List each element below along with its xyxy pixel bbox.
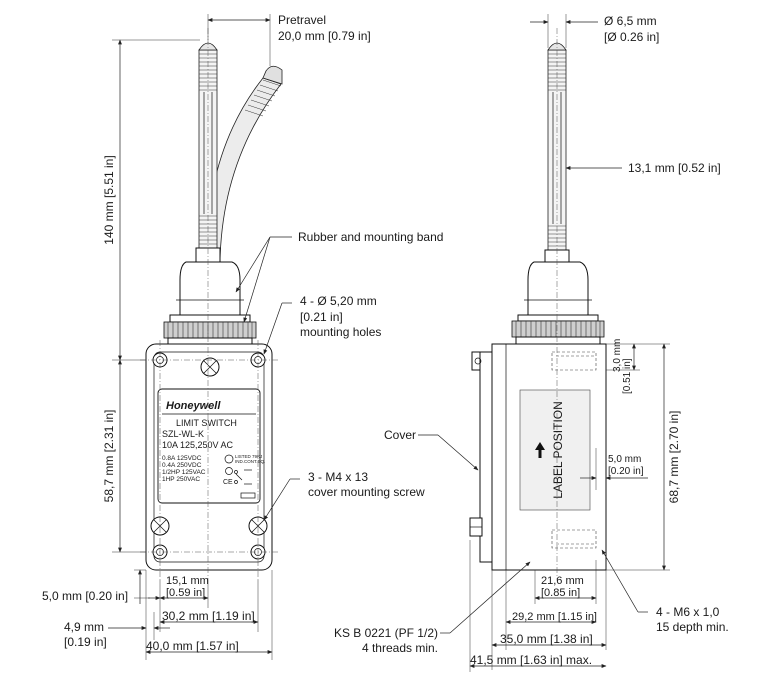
actuated-rod-spring [244,79,282,117]
height-body-label: 58,7 mm [2.31 in] [102,410,116,503]
w30-label: 30,2 mm [1.19 in] [162,609,255,623]
s5-in-label: [0.20 in] [608,466,644,477]
s21-in-label: [0.85 in] [541,587,580,599]
s5-mm-label: 5,0 mm [608,454,641,465]
pretravel-label: Pretravel [278,13,326,27]
csa-mark-icon [225,467,233,475]
label-position-area [519,389,591,511]
screw-label-2: cover mounting screw [308,485,425,499]
nameplate-ce: CE [223,479,233,486]
cover-screw [150,357,268,536]
pretravel-value: 20,0 mm [0.79 in] [278,29,371,43]
edge-mm-label: 4,9 mm [64,620,104,634]
height-total-label: 140 mm [5.51 in] [102,155,116,244]
nameplate-spec: 0.4A 250VDC [162,462,202,469]
rod-dia-in-label: [Ø 0.26 in] [604,30,659,44]
side-dimensions: Ø 6,5 mm [Ø 0.26 in] 13,1 mm [0.52 in] C… [334,14,729,672]
side-view: LABEL POSITION [469,28,607,580]
nameplate-spec: 1HP 250VAC [162,476,200,483]
foot-label: 5,0 mm [0.20 in] [42,589,128,603]
s41-label: 41,5 mm [1.63 in] max. [470,653,592,667]
nameplate: Honeywell LIMIT SWITCH SZL-WL-K 10A 125,… [157,388,265,504]
nameplate-rating: 10A 125,250V AC [162,440,234,450]
w40-label: 40,0 mm [1.57 in] [146,639,239,653]
ks-label-1: KS B 0221 (PF 1/2) [334,626,438,640]
label-position-text: LABEL POSITION [551,401,565,499]
nameplate-listed: IND.CONT.EQ. [235,459,265,464]
m6-label-2: 15 depth min. [656,620,729,634]
m6-label-1: 4 - M6 x 1,0 [656,605,720,619]
holes-label-2: [0.21 in] [300,310,343,324]
nameplate-brand: Honeywell [166,400,221,412]
rubber-boot [179,261,241,316]
contact-symbol-icon [234,469,252,485]
holes-label-1: 4 - Ø 5,20 mm [300,294,377,308]
front-dimensions: Pretravel 20,0 mm [0.79 in] 140 mm [5.51… [42,13,443,660]
s68-label: 68,7 mm [2.70 in] [667,411,681,504]
w15-mm-label: 15,1 mm [166,575,209,587]
side-cover [479,351,493,563]
rubber-band-label: Rubber and mounting band [298,230,443,244]
nameplate-spec: 0.8A 125VDC [162,455,202,462]
side-rubber-boot [527,261,589,316]
holes-label-3: mounting holes [300,325,381,339]
nameplate-listed: LISTED 79KJ [235,454,262,459]
arrow-up-icon [535,442,545,458]
nameplate-model: SZL-WL-K [162,429,204,439]
edge-in-label: [0.19 in] [64,635,107,649]
cover-label: Cover [384,428,416,442]
ks-label-2: 4 threads min. [362,641,438,655]
s3-mm-label: 3,0 mm [612,339,623,372]
s21-mm-label: 21,6 mm [541,575,584,587]
s35-label: 35,0 mm [1.38 in] [500,632,593,646]
rod-dia-label: Ø 6,5 mm [604,14,657,28]
side-thread-boss [551,351,597,549]
s3-in-label: [0.51 in] [622,358,633,394]
screw-label-1: 3 - M4 x 13 [308,470,368,484]
nameplate-title: LIMIT SWITCH [176,418,237,428]
w15-in-label: [0.59 in] [166,587,205,599]
rod-len-label: 13,1 mm [0.52 in] [628,161,721,175]
front-view: Honeywell LIMIT SWITCH SZL-WL-K 10A 125,… [140,28,283,580]
nameplate-spec: 1/2HP 125VAC [162,469,206,476]
s29-label: 29,2 mm [1.15 in] [512,611,597,623]
ul-mark-icon [224,454,234,464]
